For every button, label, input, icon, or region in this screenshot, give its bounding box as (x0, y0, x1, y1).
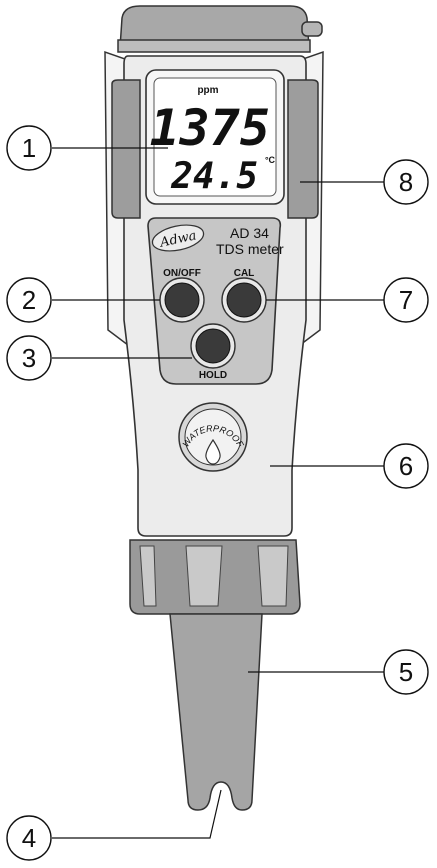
svg-text:1: 1 (22, 133, 36, 163)
cal-label: CAL (234, 268, 255, 279)
display-reading: 1375 (150, 99, 270, 157)
display-unit: ppm (197, 85, 218, 96)
grip-pad-left (111, 79, 141, 219)
callout-1: 1 (6, 125, 52, 171)
cal-button[interactable] (221, 277, 267, 323)
hold-button[interactable] (190, 323, 236, 369)
water-drop-icon (205, 438, 221, 465)
svg-text:6: 6 (399, 451, 413, 481)
probe (169, 613, 263, 811)
callout-8: 8 (383, 159, 429, 205)
callout-3: 3 (6, 335, 52, 381)
display-temperature: 24.5 (170, 156, 258, 197)
svg-text:7: 7 (399, 285, 413, 315)
waterproof-badge: WATERPROOF (178, 402, 248, 472)
callout-2: 2 (6, 277, 52, 323)
svg-text:4: 4 (22, 823, 36, 853)
svg-text:3: 3 (22, 343, 36, 373)
display-temp-unit: °C (265, 155, 276, 165)
on-off-label: ON/OFF (163, 268, 201, 279)
control-panel: Adwa AD 34 TDS meter ON/OFF CAL HOLD (147, 217, 284, 385)
svg-text:2: 2 (22, 285, 36, 315)
product-label: TDS meter (216, 241, 284, 257)
svg-text:8: 8 (399, 167, 413, 197)
probe-collar (129, 539, 301, 615)
cap (117, 5, 323, 53)
model-label: AD 34 (230, 225, 269, 241)
hold-label: HOLD (199, 370, 227, 381)
lcd-display: ppm 1375 24.5 °C (145, 69, 285, 205)
brand-logo (151, 224, 205, 252)
callout-5: 5 (383, 649, 429, 695)
on-off-button[interactable] (159, 277, 205, 323)
callout-4: 4 (6, 815, 52, 861)
grip-pad-right (287, 79, 319, 219)
callout-6: 6 (383, 443, 429, 489)
svg-text:5: 5 (399, 657, 413, 687)
callout-7: 7 (383, 277, 429, 323)
leader-lines (52, 147, 384, 839)
